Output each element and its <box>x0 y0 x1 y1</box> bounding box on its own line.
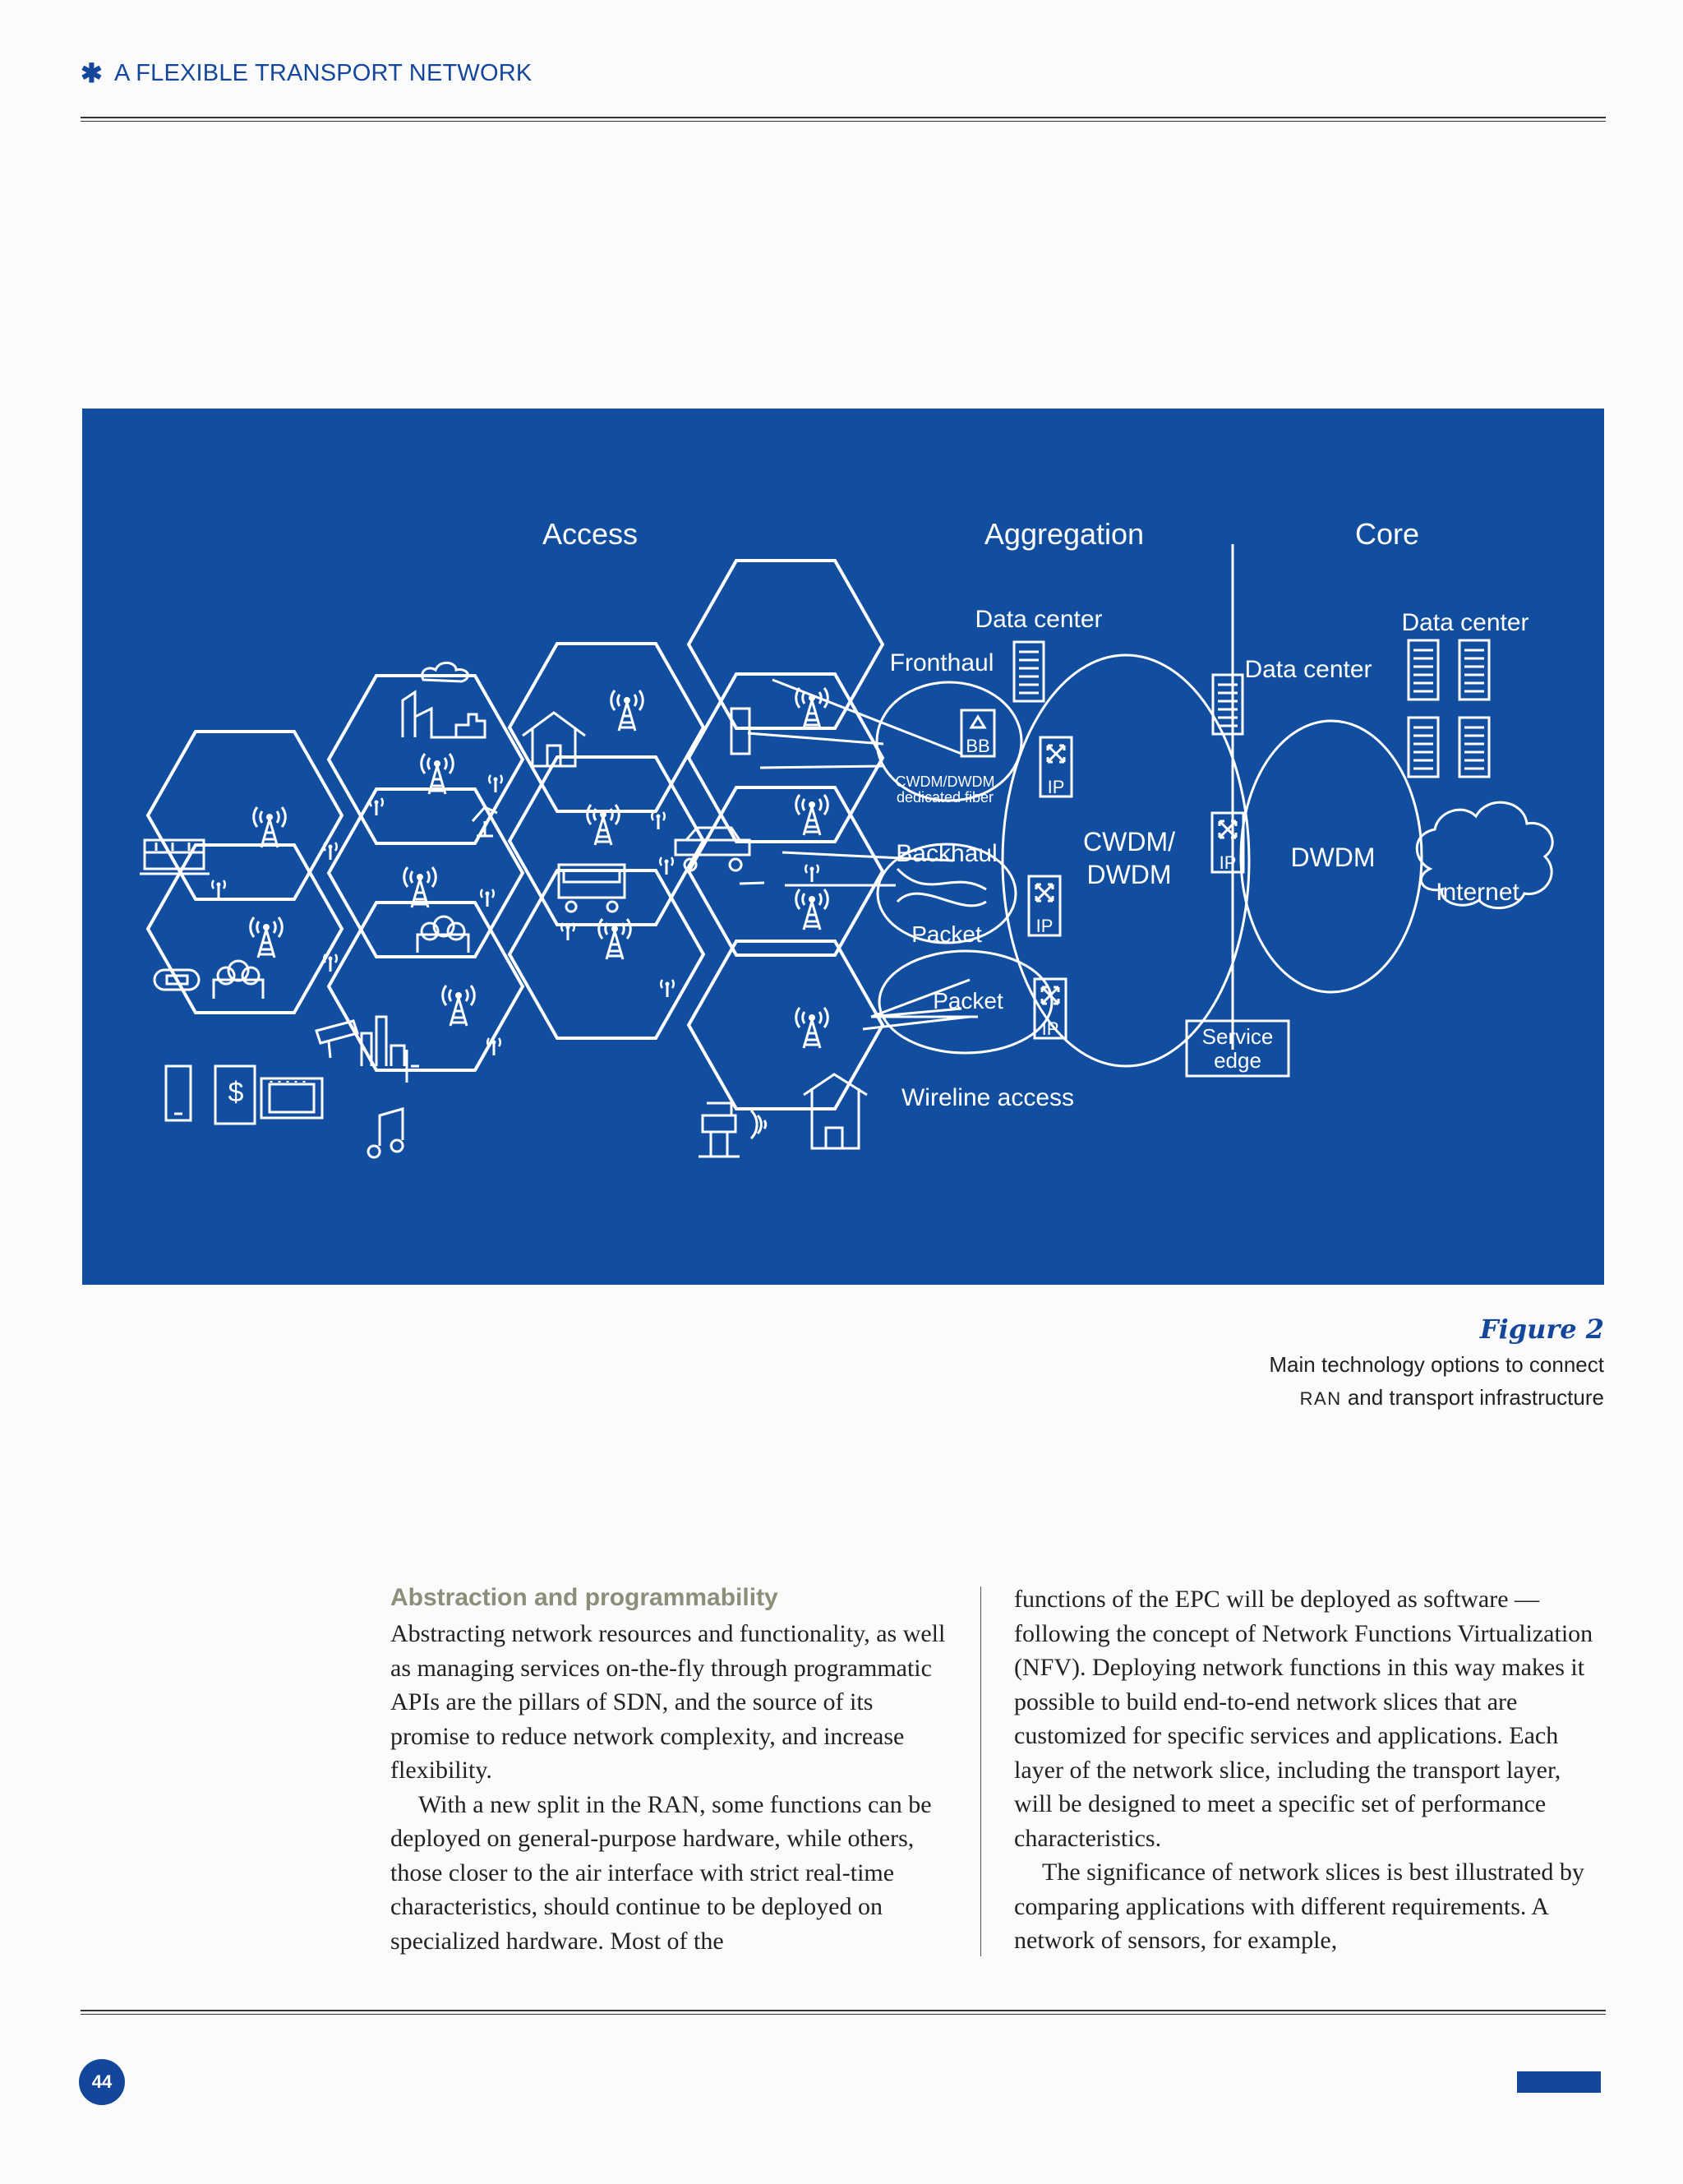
label-internet: Internet <box>1436 879 1519 906</box>
backhaul-ellipse <box>876 843 1017 944</box>
hex-cell <box>686 559 885 730</box>
label-dwdm: DWDM <box>1086 860 1171 889</box>
footer-rule <box>81 2010 1606 2015</box>
fronthaul-ellipse <box>875 681 1023 802</box>
label-bb: BB <box>966 736 989 756</box>
figure-caption: Figure 2 Main technology options to conn… <box>1269 1314 1604 1412</box>
caption-line-1: Main technology options to connect <box>1269 1352 1604 1377</box>
label-service: Service <box>1202 1024 1274 1049</box>
section-subhead: Abstraction and programmability <box>390 1584 778 1611</box>
label-fronthaul: Fronthaul <box>890 649 994 676</box>
internet-cloud <box>1415 801 1554 910</box>
page-number: 44 <box>79 2059 125 2105</box>
label-ip: IP <box>1048 777 1065 797</box>
figure-2: $ Access Aggregation Core Data center Da <box>82 409 1604 1285</box>
hex-cell <box>145 843 344 1014</box>
small-antenna-icons <box>210 773 820 1057</box>
people-icon <box>416 915 470 953</box>
label-dwdm: DWDM <box>1290 843 1375 872</box>
desk-printer-icon <box>699 1101 740 1158</box>
paragraph: With a new split in the RAN, some functi… <box>390 1790 932 1955</box>
hex-cell <box>686 786 885 957</box>
dollar-sign: $ <box>228 1077 244 1108</box>
star-icon: ✱ <box>81 58 104 88</box>
body-column-left: Abstraction and programmability Abstract… <box>390 1582 949 1958</box>
label-data-center: Data center <box>975 606 1102 633</box>
cwdm-ring <box>1001 653 1251 1068</box>
dwdm-ring <box>1239 719 1423 994</box>
running-head-title: A FLEXIBLE TRANSPORT NETWORK <box>114 59 533 86</box>
people-icon <box>212 959 265 999</box>
label-dedicated-fiber: dedicated fiber <box>897 789 994 806</box>
hex-cell <box>326 674 525 845</box>
footer-bar <box>1517 2071 1601 2093</box>
server-icon <box>1458 639 1491 701</box>
hex-cell <box>507 642 706 813</box>
music-icon <box>367 1107 404 1159</box>
hex-cell <box>326 901 525 1072</box>
label-ip: IP <box>1036 916 1054 936</box>
camera-icon <box>315 1019 359 1059</box>
label-cwdm-dedicated: CWDM/DWDM <box>896 773 995 790</box>
connection-lines <box>739 544 1423 1068</box>
train-icon <box>140 838 210 875</box>
bus-icon <box>557 863 626 913</box>
hex-cell <box>686 940 885 1110</box>
hex-cell <box>145 730 344 901</box>
access-icons <box>140 661 868 1159</box>
column-divider <box>980 1586 981 1956</box>
server-icon <box>1012 640 1045 703</box>
header-rule <box>81 117 1606 122</box>
hex-cell <box>686 672 885 843</box>
label-packet: Packet <box>933 988 1003 1014</box>
film-icon <box>260 1077 324 1120</box>
running-head: ✱ A FLEXIBLE TRANSPORT NETWORK <box>81 58 532 89</box>
label-edge: edge <box>1214 1048 1261 1073</box>
mobile-device-icon <box>730 707 751 755</box>
body-column-right: functions of the EPC will be deployed as… <box>1014 1582 1598 1958</box>
phone-icon <box>164 1064 192 1122</box>
wifi-icon <box>749 1109 768 1140</box>
home-wireline-icon <box>803 1073 868 1150</box>
label-packet: Packet <box>911 921 982 947</box>
hex-cell <box>326 787 525 958</box>
service-edge-box <box>1185 1019 1290 1078</box>
section-access: Access <box>542 517 638 551</box>
car-icon <box>674 826 751 872</box>
drone-icon <box>153 968 201 991</box>
caption-line-2: RAN and transport infrastructure <box>1269 1384 1604 1412</box>
bb-box <box>960 709 996 758</box>
label-data-center: Data center <box>1401 609 1529 636</box>
factory-icon <box>401 661 486 739</box>
caption-ran: RAN <box>1299 1388 1342 1409</box>
label-data-center: Data center <box>1244 656 1372 683</box>
section-aggregation: Aggregation <box>984 517 1144 551</box>
network-diagram: $ Access Aggregation Core Data center Da <box>140 517 1554 1159</box>
paragraph: The significance of network slices is be… <box>1014 1858 1584 1954</box>
paragraph: Abstracting network resources and functi… <box>390 1620 946 1784</box>
figure-label: Figure 2 <box>1479 1314 1604 1345</box>
caption-line-2-rest: and transport infrastructure <box>1341 1385 1604 1410</box>
wireline-ellipse <box>878 949 1054 1055</box>
hex-cell <box>507 869 706 1040</box>
label-ip: IP <box>1220 852 1237 873</box>
server-icon <box>1407 716 1440 778</box>
tablet-icon <box>214 1064 256 1125</box>
city-icon <box>360 1015 419 1083</box>
label-ip: IP <box>1042 1018 1059 1039</box>
server-icon <box>1407 639 1440 701</box>
section-core: Core <box>1355 517 1419 551</box>
server-icon <box>1458 716 1491 778</box>
label-wireline-access: Wireline access <box>901 1084 1074 1111</box>
robot-arm-icon <box>471 806 498 838</box>
label-cwdm: CWDM/ <box>1083 827 1175 857</box>
house-icon <box>522 711 586 768</box>
paragraph: functions of the EPC will be deployed as… <box>1014 1586 1593 1852</box>
label-backhaul: Backhaul <box>896 840 997 867</box>
